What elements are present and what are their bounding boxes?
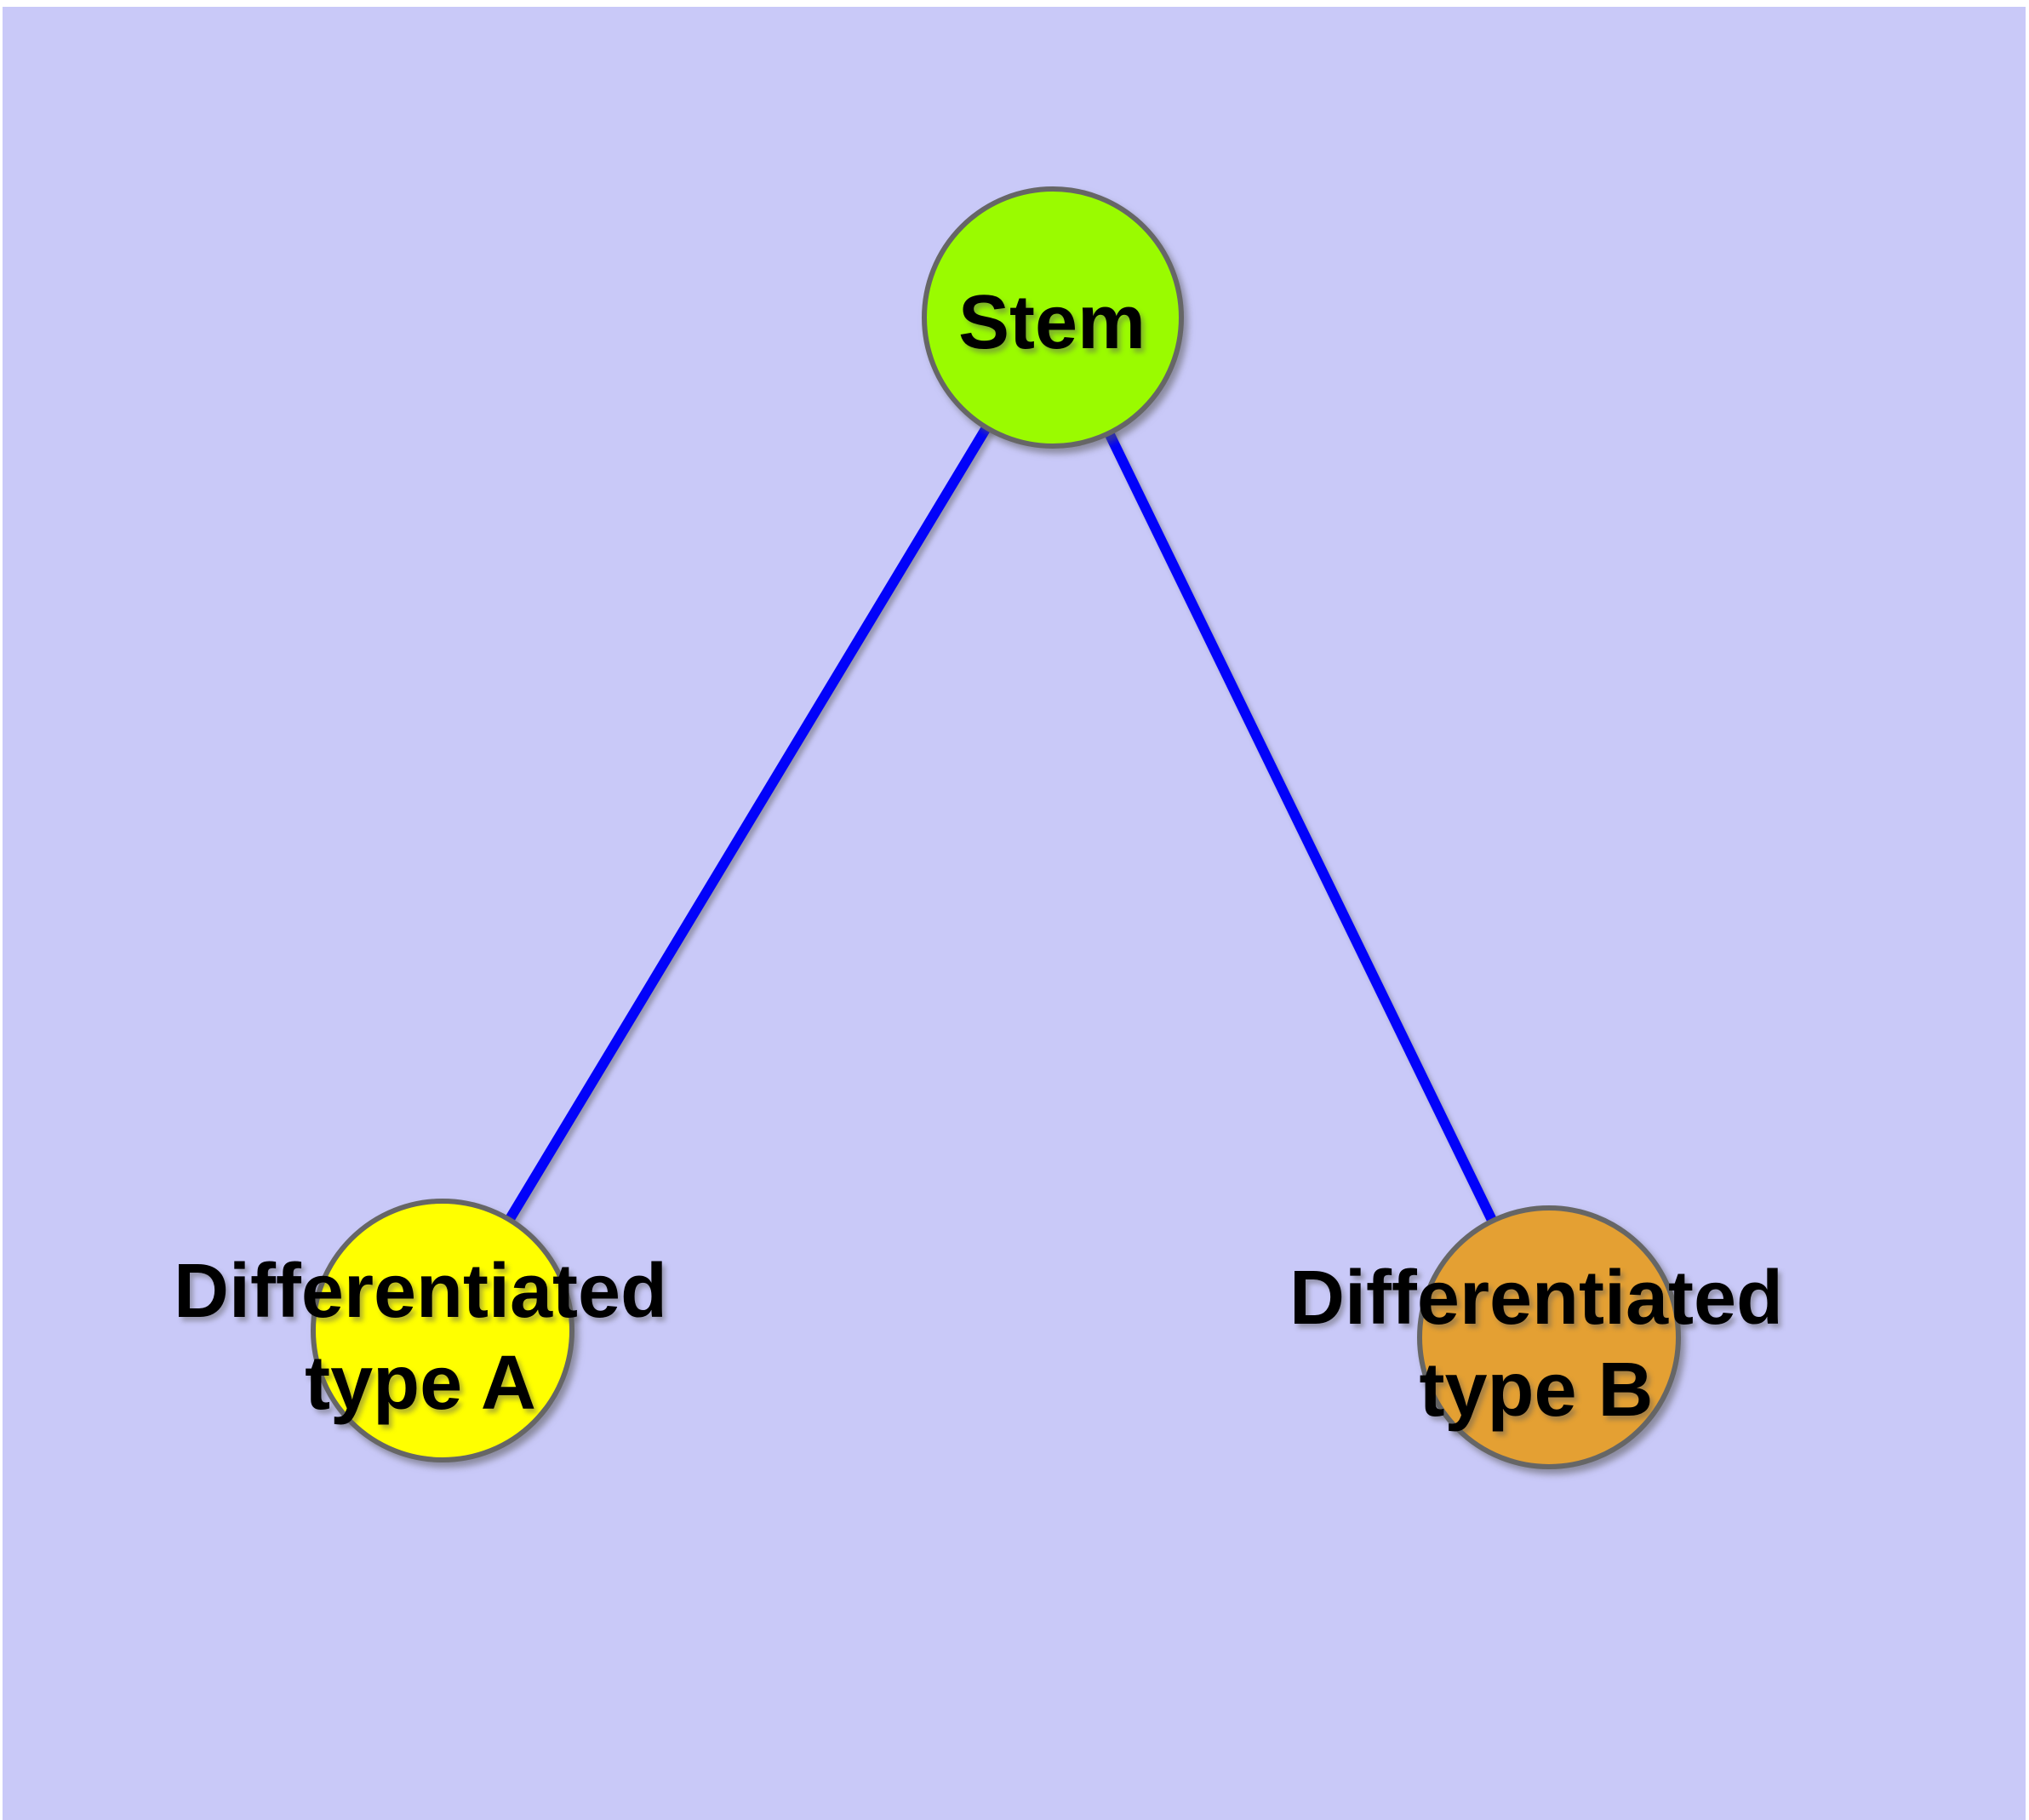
- edge-stem-to-type-b: [1048, 315, 1554, 1340]
- node-stem-label: Stem: [958, 280, 1146, 365]
- edge-stem-to-type-a: [437, 314, 1058, 1334]
- node-layer: [311, 186, 1681, 1469]
- node-differentiated-type-b: [1417, 1205, 1681, 1469]
- label-layer: Stem Differentiated type A Differentiate…: [174, 280, 1783, 1433]
- node-stem: [922, 186, 1184, 449]
- node-type-b-label-line1: Differentiated: [1289, 1256, 1783, 1341]
- edge-layer: [437, 314, 1554, 1340]
- node-type-b-label-line2: type B: [1419, 1348, 1653, 1433]
- node-type-a-label-line1: Differentiated: [174, 1249, 667, 1334]
- node-differentiated-type-a: [311, 1199, 574, 1462]
- node-type-a-label-line2: type A: [305, 1341, 536, 1426]
